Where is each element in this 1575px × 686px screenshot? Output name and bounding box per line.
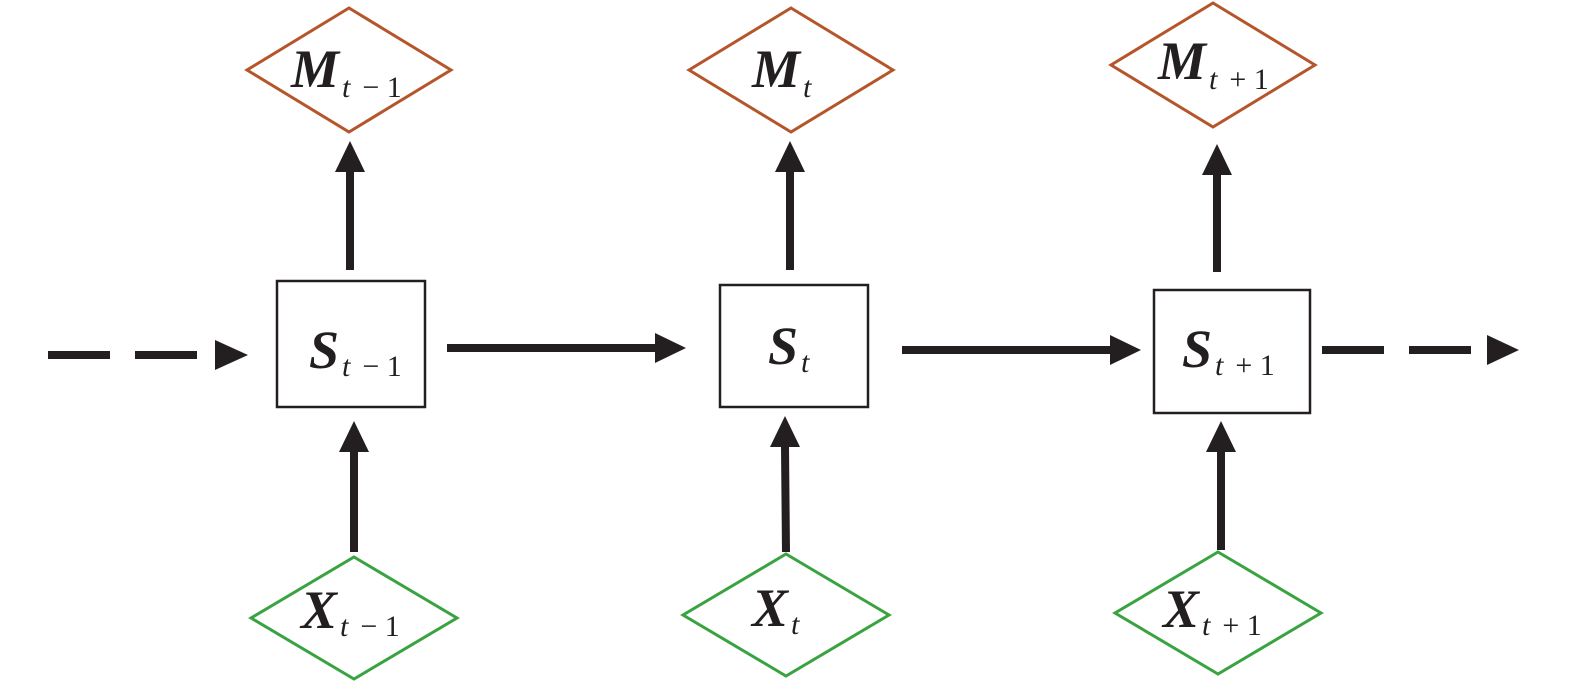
input-node-x-t-minus-1	[248, 555, 460, 681]
output-node-m-t	[686, 6, 896, 134]
state-box-s-t	[718, 283, 870, 409]
input-to-state-arrow-1-head	[339, 421, 369, 452]
input-node-x-t-plus-1	[1112, 550, 1324, 676]
outgoing-dashed-arrow-head	[1487, 335, 1519, 365]
input-to-state-arrow-2-line	[781, 446, 790, 553]
state-box-s-t-plus-1	[1152, 288, 1312, 415]
incoming-dashed-arrow-head	[215, 340, 248, 370]
state-to-output-arrow-2-head	[775, 141, 805, 172]
state-box-s-t-minus-1	[275, 279, 427, 409]
state-transition-arrow-1-head	[655, 333, 686, 363]
state-transition-arrow-2-head	[1110, 335, 1141, 365]
state-to-output-arrow-3-head	[1202, 144, 1232, 175]
input-to-state-arrow-3-head	[1206, 421, 1236, 452]
output-node-m-t-plus-1	[1108, 1, 1318, 129]
input-node-x-t	[680, 552, 892, 678]
output-node-m-t-minus-1	[244, 6, 454, 134]
state-to-output-arrow-1-head	[335, 141, 365, 172]
input-to-state-arrow-2-head	[770, 416, 800, 447]
